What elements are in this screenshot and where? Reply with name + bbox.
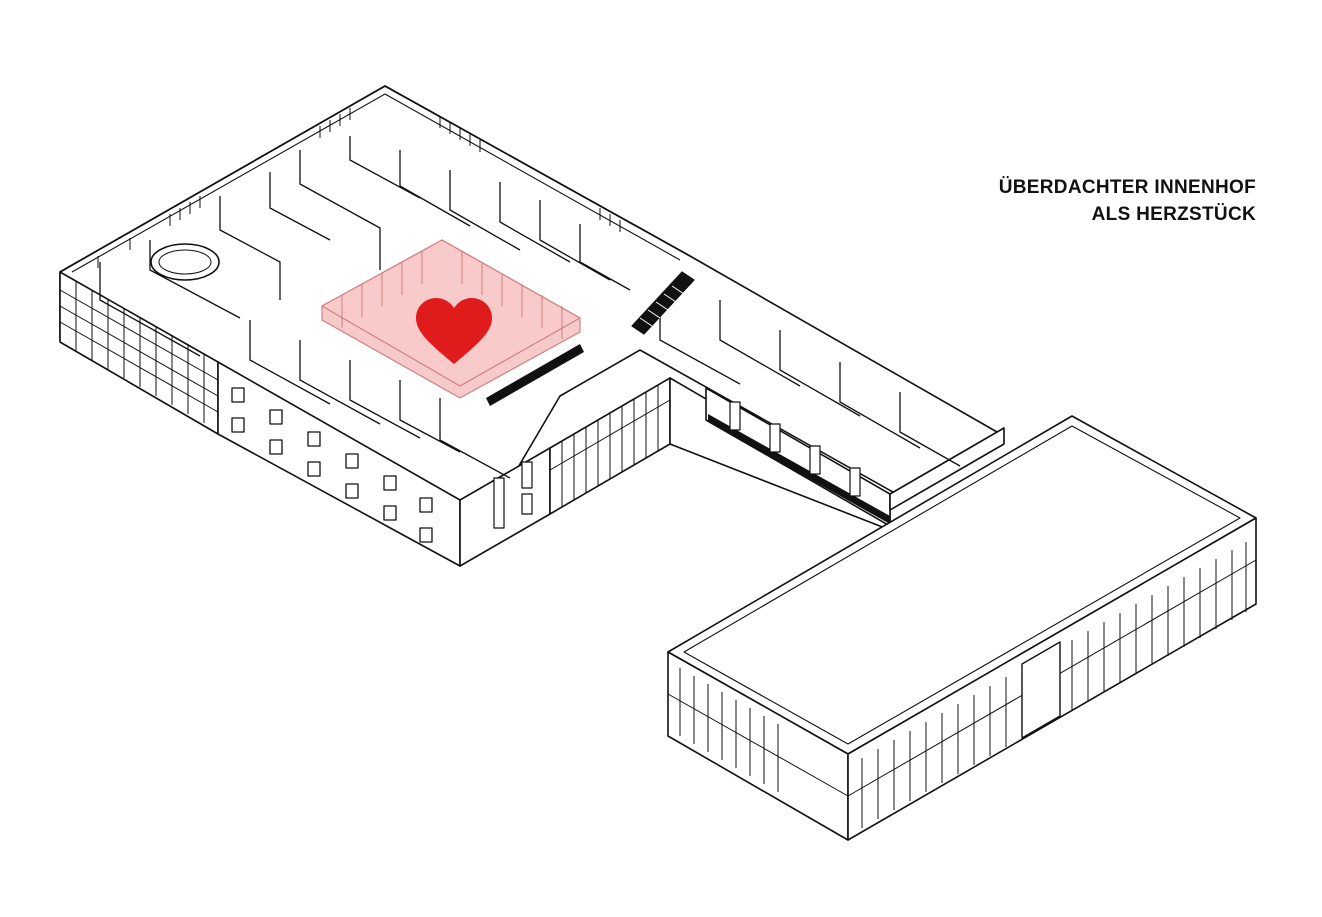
- heart-icon: [416, 298, 492, 364]
- north-wing-parapet-inner: [71, 93, 681, 273]
- east-wing-dark-band: [708, 414, 890, 524]
- caption-line-2: ALS HERZSTÜCK: [1091, 204, 1256, 225]
- east-wing-end-cap: [889, 427, 1005, 511]
- south-east-windows: [493, 461, 533, 529]
- south-wing-windows: [231, 387, 433, 543]
- east-wing-windows: [729, 401, 861, 497]
- west-wing-window-grid: [59, 281, 219, 423]
- caption-line-1: ÜBERDACHTER INNENHOF: [998, 177, 1256, 198]
- block-entrance: [1021, 641, 1061, 739]
- north-wing-facade-fins: [97, 108, 621, 268]
- diagram-caption: ÜBERDACHTER INNENHOF ALS HERZSTÜCK: [999, 174, 1256, 228]
- separate-block: [667, 415, 1257, 841]
- covered-courtyard: [321, 239, 584, 406]
- courtyard-dark-band: [486, 344, 584, 406]
- round-room-inner: [158, 249, 212, 275]
- staircase: [631, 271, 695, 335]
- block-west-windows: [667, 668, 849, 797]
- courtyard-roof-ribs: [341, 251, 563, 339]
- north-wing-parapet: [59, 85, 691, 273]
- glazed-connector-mullions: [549, 385, 671, 507]
- block-roof-parapet: [683, 425, 1241, 745]
